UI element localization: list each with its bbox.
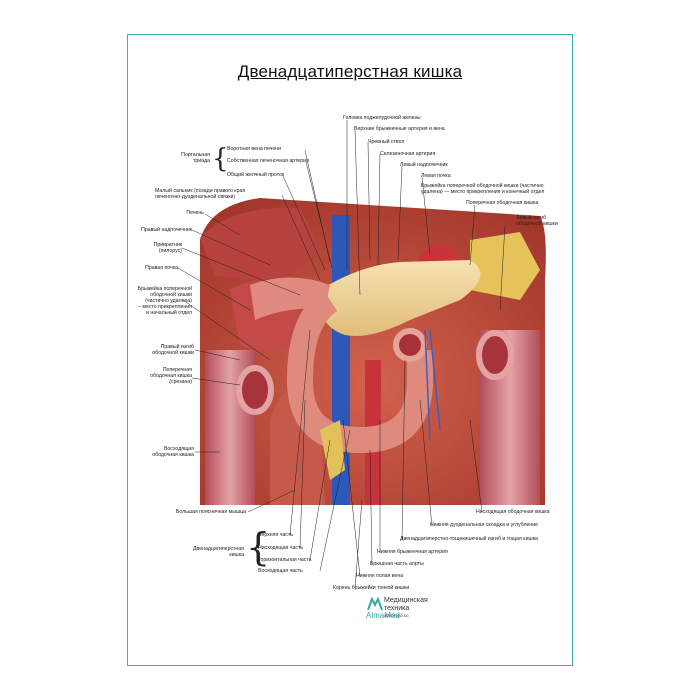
label-left-flexure: Левый изгиб ободочной кишки [516, 215, 558, 227]
label-psoas: Большая поясничная мышца [175, 509, 246, 515]
logo-brand: AlmaMed [366, 611, 400, 620]
label-celiac-trunk: Чревный ствол [368, 139, 405, 145]
portal-triad-brace: { [212, 144, 229, 174]
inferior-mesenteric-vessels [424, 329, 441, 441]
label-portal-triad: Портальная триада [181, 152, 210, 164]
label-transverse-mesocolon-left: Брыжейка поперечной ободочной кишки (час… [421, 183, 545, 195]
mesentery-fat [320, 420, 345, 480]
label-hepatic-artery: Собственная печеночная артерия [227, 158, 309, 164]
label-part-descending: Нисходящая часть [258, 545, 304, 551]
stomach-pylorus [250, 277, 330, 320]
label-portal-vein: Воротная вена печени [227, 146, 282, 152]
liver [200, 207, 320, 282]
label-part-superior: Верхняя часть [258, 532, 293, 538]
label-lesser-omentum: Малый сальник (позади правого края печен… [155, 188, 246, 200]
label-part-ascending: Восходящая часть [258, 568, 303, 574]
logo-line2: техника [384, 605, 410, 612]
label-mesentery-root: Корень брыжейки тонкой кишки [333, 585, 410, 591]
label-part-horizontal: Горизонтальная часть [258, 557, 312, 563]
label-duodenum-group: Двенадцатиперстная кишка [193, 546, 244, 558]
almamed-mark-icon [367, 597, 383, 611]
label-transverse-colon-cut: Поперечная ободочная кишка (срезана) [150, 367, 192, 385]
label-duodenojejunal: Двенадцатиперстно-тощекишечный изгиб и т… [400, 536, 538, 542]
logo-line1: Медицинская [384, 597, 428, 604]
label-transverse-mesocolon: Брыжейка поперечной ободочной кишки (час… [137, 286, 192, 316]
label-sup-mesenteric: Верхние брыжеечные артерия и вена [354, 126, 445, 132]
label-descending-colon: Нисходящая ободочная кишка [476, 509, 550, 515]
label-aorta: Брюшная часть аорты [370, 561, 424, 567]
label-right-kidney: Правая почка [145, 265, 178, 271]
label-duodenal-fold: Нижняя дуоденальная складка и углубление [430, 522, 539, 528]
label-bile-duct: Общий желчный проток [227, 172, 285, 178]
logo-url: almamed.su [384, 613, 409, 618]
almamed-logo: AlmaMed Медицинская техника almamed.su [366, 596, 436, 622]
label-transverse-colon: Поперечная ободочная кишка [466, 200, 539, 206]
label-liver: Печень [186, 210, 204, 216]
transverse-colon-cut-right [236, 365, 274, 415]
label-right-adrenal: Правый надпочечник [141, 227, 192, 233]
left-fat [470, 232, 540, 300]
transverse-colon-cut-left [476, 330, 514, 380]
label-splenic-artery: Селезеночная артерия [380, 151, 436, 157]
jejunum [393, 328, 427, 362]
label-pancreas-head: Головка поджелудочной железы [343, 115, 421, 121]
label-ivc: Нижняя полая вена [356, 573, 404, 579]
label-ascending-colon: Восходящая ободочная кишка [152, 446, 194, 458]
label-right-flexure: Правый изгиб ободочной кишки [152, 344, 194, 356]
poster-title: Двенадцатиперстная кишка [237, 62, 463, 81]
label-left-adrenal: Левый надпочечник [400, 162, 448, 168]
label-left-kidney: Левая почка [421, 173, 451, 179]
duodenum-brace: { [246, 525, 271, 569]
label-pylorus: Привратник (пилорус) [153, 242, 182, 254]
label-inf-mesenteric: Нижняя брыжеечная артерия [377, 549, 448, 555]
